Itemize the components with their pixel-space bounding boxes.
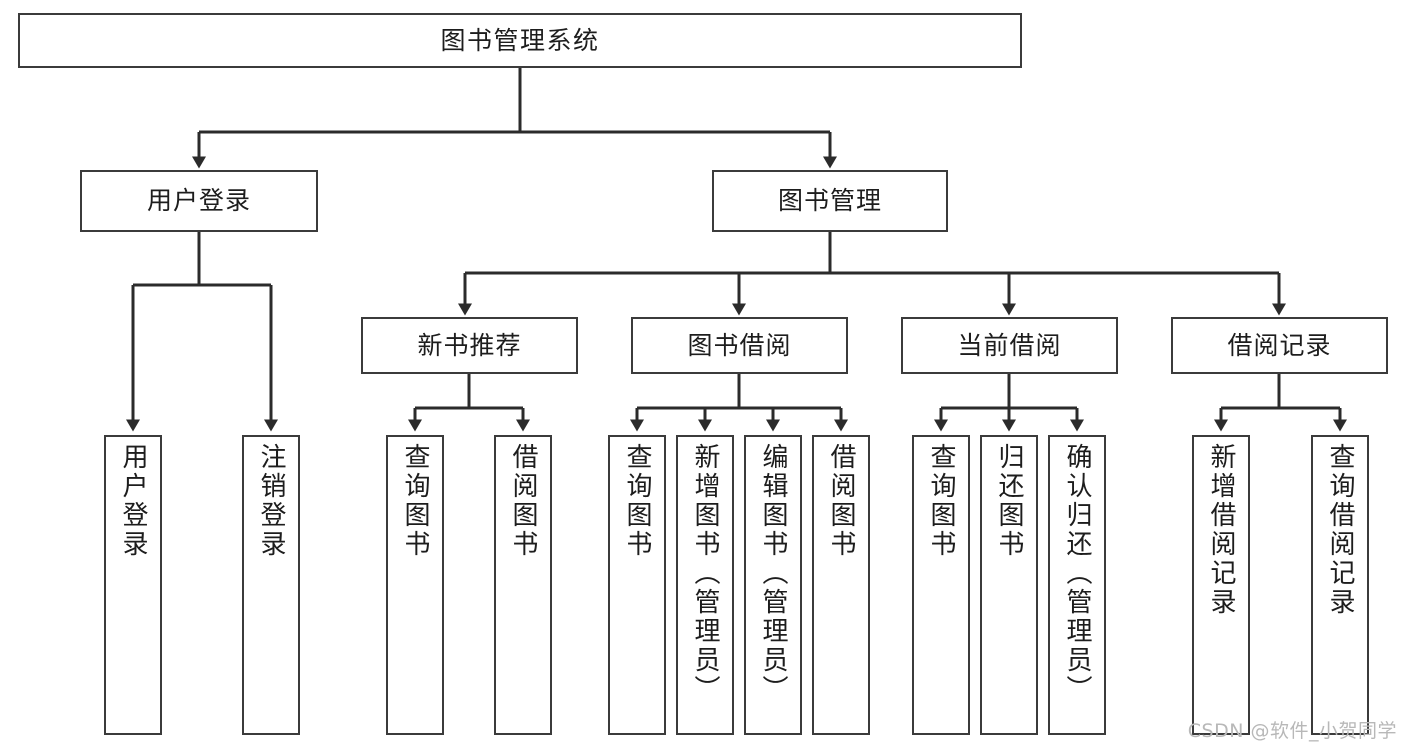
node-label: 查询图书 — [926, 443, 956, 559]
node-label: 用户登录 — [146, 186, 251, 216]
leaf-query-borrow-record[interactable]: 查询借阅记录 — [1311, 435, 1369, 735]
leaf-borrow-book-recommend[interactable]: 借阅图书 — [494, 435, 552, 735]
node-book-borrow[interactable]: 图书借阅 — [631, 317, 848, 374]
node-label: 图书借阅 — [687, 330, 792, 360]
leaf-user-login[interactable]: 用户登录 — [104, 435, 162, 735]
leaf-logout[interactable]: 注销登录 — [242, 435, 300, 735]
leaf-query-book-borrow[interactable]: 查询图书 — [608, 435, 666, 735]
leaf-confirm-return-admin[interactable]: 确认归还（管理员） — [1048, 435, 1106, 735]
leaf-add-borrow-record[interactable]: 新增借阅记录 — [1192, 435, 1250, 735]
csdn-watermark: CSDN @软件_小贺同学 — [1187, 720, 1397, 742]
node-label: 编辑图书（管理员） — [758, 443, 788, 704]
node-label: 新书推荐 — [417, 330, 522, 360]
node-label: 查询借阅记录 — [1325, 443, 1355, 617]
node-book-management[interactable]: 图书管理 — [712, 170, 948, 232]
node-label: 查询图书 — [400, 443, 430, 559]
node-user-login[interactable]: 用户登录 — [80, 170, 318, 232]
node-new-book-recommend[interactable]: 新书推荐 — [361, 317, 578, 374]
node-current-borrow[interactable]: 当前借阅 — [901, 317, 1118, 374]
leaf-return-book[interactable]: 归还图书 — [980, 435, 1038, 735]
leaf-add-book-admin[interactable]: 新增图书（管理员） — [676, 435, 734, 735]
node-label: 注销登录 — [256, 443, 286, 559]
leaf-query-book-current[interactable]: 查询图书 — [912, 435, 970, 735]
node-label: 借阅图书 — [508, 443, 538, 559]
node-label: 图书管理系统 — [440, 25, 600, 55]
node-label: 新增借阅记录 — [1206, 443, 1236, 617]
node-label: 用户登录 — [118, 443, 148, 559]
node-label: 新增图书（管理员） — [690, 443, 720, 704]
node-borrow-record[interactable]: 借阅记录 — [1171, 317, 1388, 374]
leaf-borrow-book[interactable]: 借阅图书 — [812, 435, 870, 735]
leaf-edit-book-admin[interactable]: 编辑图书（管理员） — [744, 435, 802, 735]
node-label: 图书管理 — [777, 186, 882, 216]
node-label: 当前借阅 — [957, 330, 1062, 360]
node-label: 确认归还（管理员） — [1062, 443, 1092, 704]
node-root-system[interactable]: 图书管理系统 — [18, 13, 1022, 68]
node-label: 借阅图书 — [826, 443, 856, 559]
leaf-query-book-recommend[interactable]: 查询图书 — [386, 435, 444, 735]
node-label: 借阅记录 — [1227, 330, 1332, 360]
node-label: 归还图书 — [994, 443, 1024, 559]
node-label: 查询图书 — [622, 443, 652, 559]
